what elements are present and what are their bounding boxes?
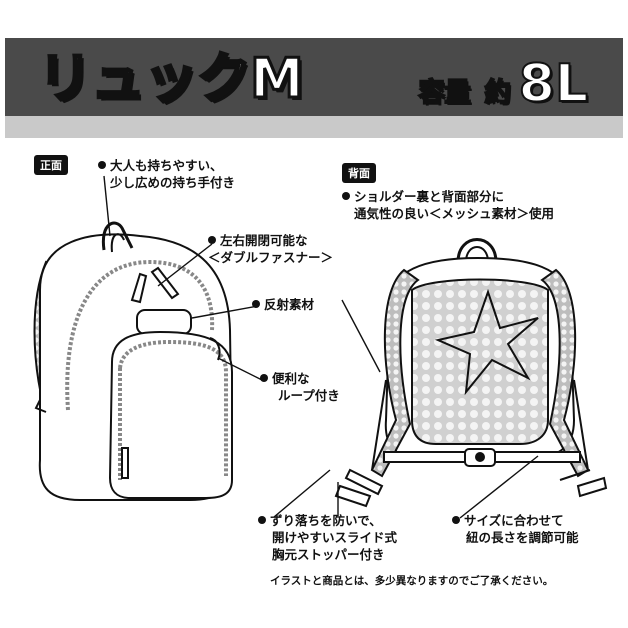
- callout-reflective: 反射素材: [252, 296, 314, 313]
- product-title: リュックM: [37, 47, 306, 110]
- front-backpack: [33, 221, 234, 501]
- front-tag: 正面: [34, 155, 68, 175]
- capacity-label: 容量: [418, 77, 472, 109]
- callout-double-zipper: 左右開閉可能な ＜ダブルファスナー＞: [208, 233, 334, 265]
- capacity-prefix: 約: [484, 77, 512, 109]
- callout-chest-stopper: ずり落ちを防いで、 開けやすいスライド式 胸元ストッパー付き: [258, 512, 397, 563]
- back-backpack: [334, 238, 608, 508]
- callout-handle: 大人も持ちやすい、 少し広めの持ち手付き: [98, 157, 235, 191]
- callout-strap-length: サイズに合わせて 紐の長さを調節可能: [452, 512, 579, 546]
- callout-loop: 便利な ループ付き: [260, 370, 340, 404]
- back-tag: 背面: [342, 163, 376, 183]
- capacity-value: 8L: [518, 54, 589, 114]
- header-bar: [5, 38, 623, 140]
- callout-mesh: ショルダー裏と背面部分に 通気性の良い＜メッシュ素材＞使用: [342, 188, 554, 222]
- disclaimer-note: イラストと商品とは、多少異なりますのでご了承ください。: [270, 575, 554, 587]
- leader-lines: [103, 175, 539, 519]
- capacity-info: 容量 約 8L: [418, 54, 589, 114]
